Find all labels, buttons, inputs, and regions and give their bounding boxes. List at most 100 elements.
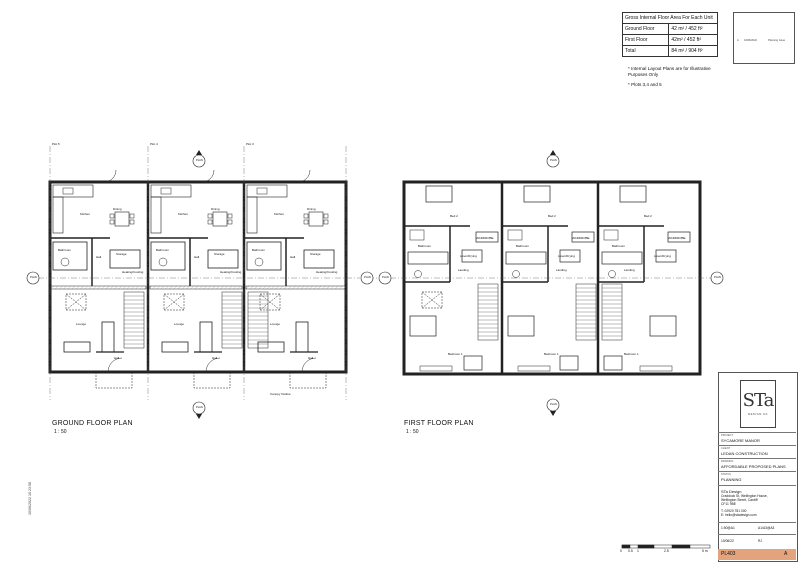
- room-label: Hall: [114, 356, 120, 360]
- section-label: PLAN: [364, 276, 371, 279]
- room-label: Hall: [212, 356, 218, 360]
- company-email: E: hello@stadesign.com: [721, 513, 757, 517]
- plot-label: Plot 4: [150, 142, 158, 146]
- room-label: Bathroom: [418, 244, 432, 248]
- room-label: Landing: [624, 268, 635, 272]
- scale-tick: 0: [620, 549, 622, 553]
- rev-date: 10/06/2022: [744, 39, 757, 42]
- scale-tick: 0.5: [628, 549, 633, 553]
- room-label: Heating/Cooling: [220, 270, 242, 274]
- room-label: Kitchen: [274, 212, 285, 216]
- print-stamp: 10/06/2022 10:23:58: [28, 482, 32, 515]
- drawing-value: AFFORDABLE PROPOSED PLANS: [721, 464, 786, 469]
- drawing-number: PL403: [721, 551, 736, 557]
- scale-bar: [621, 544, 711, 549]
- room-label: Lounge: [174, 322, 185, 326]
- section-label: PLAN: [196, 406, 203, 409]
- section-label: PLAN: [550, 159, 557, 162]
- drawing-label: DRAWING: [721, 460, 734, 463]
- room-label: Dining: [211, 207, 220, 211]
- status-value: PLANNING: [721, 477, 742, 482]
- room-label: Dining: [307, 207, 316, 211]
- plot-label: Plot 3: [246, 142, 254, 146]
- row-label: Total: [621, 45, 670, 57]
- section-label: PLAN: [196, 159, 203, 162]
- row-value: 42m² / 452 ft²: [668, 34, 718, 46]
- room-label: Hall: [194, 255, 200, 259]
- room-label: Bedroom 1: [624, 352, 639, 356]
- room-label: Heating/Cooling: [122, 270, 144, 274]
- drawing-scale: 1:50@A1: [721, 526, 735, 530]
- drawing-size: A1/A3@A3: [758, 526, 775, 530]
- room-label: WARDROBE: [668, 236, 686, 240]
- room-label: Bedroom 1: [544, 352, 559, 356]
- company-address: Wellington Street, Cardiff: [721, 498, 758, 502]
- project-value: SYCAMORE MANOR: [721, 438, 760, 443]
- room-label: Hall: [308, 356, 314, 360]
- scale-tick: 5 m: [702, 549, 708, 553]
- area-table-title: Gross Internal Floor Area For Each Unit: [622, 12, 718, 24]
- company-postcode: CF11 9BE: [721, 502, 736, 506]
- room-label: Bed 2: [644, 214, 652, 218]
- company-address: Craddock St, Wellington House,: [721, 494, 768, 498]
- room-label: Linen/Drying: [460, 254, 477, 258]
- room-label: Bed 2: [548, 214, 556, 218]
- section-label: PLAN: [382, 276, 389, 279]
- ground-floor-plan: [38, 146, 622, 400]
- scale-tick: 1: [637, 549, 639, 553]
- ground-plan-scale: 1 : 50: [54, 429, 67, 435]
- note-line: * Plots 3,4 and 5: [628, 82, 662, 87]
- drawn-by: RJ: [758, 539, 763, 543]
- company-phone: T: 02920 781 000: [721, 509, 747, 513]
- room-label: Bathroom: [516, 244, 530, 248]
- logo-subtitle: DESIGN UK: [748, 412, 768, 416]
- drawing-number-bar: [718, 549, 796, 560]
- room-label: Lounge: [270, 322, 281, 326]
- room-label: Bed 2: [450, 214, 458, 218]
- room-label: Landing: [458, 268, 469, 272]
- room-label: Storage: [310, 252, 321, 256]
- section-label: PLAN: [550, 403, 557, 406]
- rev-letter: A: [737, 39, 739, 42]
- row-value: 84 m² / 904 ft²: [668, 45, 718, 57]
- project-label: PROJECT: [721, 434, 734, 437]
- title-block: [718, 372, 798, 562]
- room-label: Linen/Drying: [654, 254, 671, 258]
- ground-plan-title: GROUND FLOOR PLAN: [52, 420, 133, 427]
- table-row: First Floor 42m² / 452 ft²: [621, 34, 718, 46]
- scale-tick: 2.5: [664, 549, 669, 553]
- status-label: STATUS: [721, 473, 731, 476]
- note-line: Purposes Only: [628, 72, 659, 77]
- table-row: Total 84 m² / 904 ft²: [621, 45, 718, 57]
- room-label: Bathroom: [612, 244, 626, 248]
- first-plan-title: FIRST FLOOR PLAN: [404, 420, 474, 427]
- note-line: * Internal Layout Plans are for Illustra…: [628, 66, 711, 71]
- company-logo: STa DESIGN UK: [740, 380, 776, 428]
- row-label: Ground Floor: [621, 23, 670, 35]
- row-label: First Floor: [621, 34, 670, 46]
- revision-box: A 10/06/2022 Planning Issue: [733, 12, 795, 64]
- room-label: Storage: [116, 252, 127, 256]
- room-label: Bathroom: [156, 248, 170, 252]
- room-label: Storage: [214, 252, 225, 256]
- room-label: Hall: [290, 255, 296, 259]
- room-label: Kitchen: [80, 212, 91, 216]
- canopy-label: Canopy Outline: [270, 392, 291, 396]
- drawing-revision: A: [784, 551, 788, 557]
- room-label: Bathroom: [58, 248, 72, 252]
- room-label: Bathroom: [252, 248, 266, 252]
- room-label: Lounge: [76, 322, 87, 326]
- row-value: 42 m² / 452 ft²: [668, 23, 718, 35]
- room-label: Linen/Drying: [558, 254, 575, 258]
- rev-desc: Planning Issue: [768, 39, 786, 42]
- first-floor-plan: [368, 180, 712, 376]
- room-label: Heating/Cooling: [316, 270, 338, 274]
- room-label: Dining: [113, 207, 122, 211]
- room-label: Bedroom 1: [448, 352, 463, 356]
- room-label: Kitchen: [178, 212, 189, 216]
- drawing-date: 10/06/22: [721, 539, 734, 543]
- first-plan-scale: 1 : 50: [406, 429, 419, 435]
- room-label: Landing: [556, 268, 567, 272]
- room-label: Hall: [96, 255, 102, 259]
